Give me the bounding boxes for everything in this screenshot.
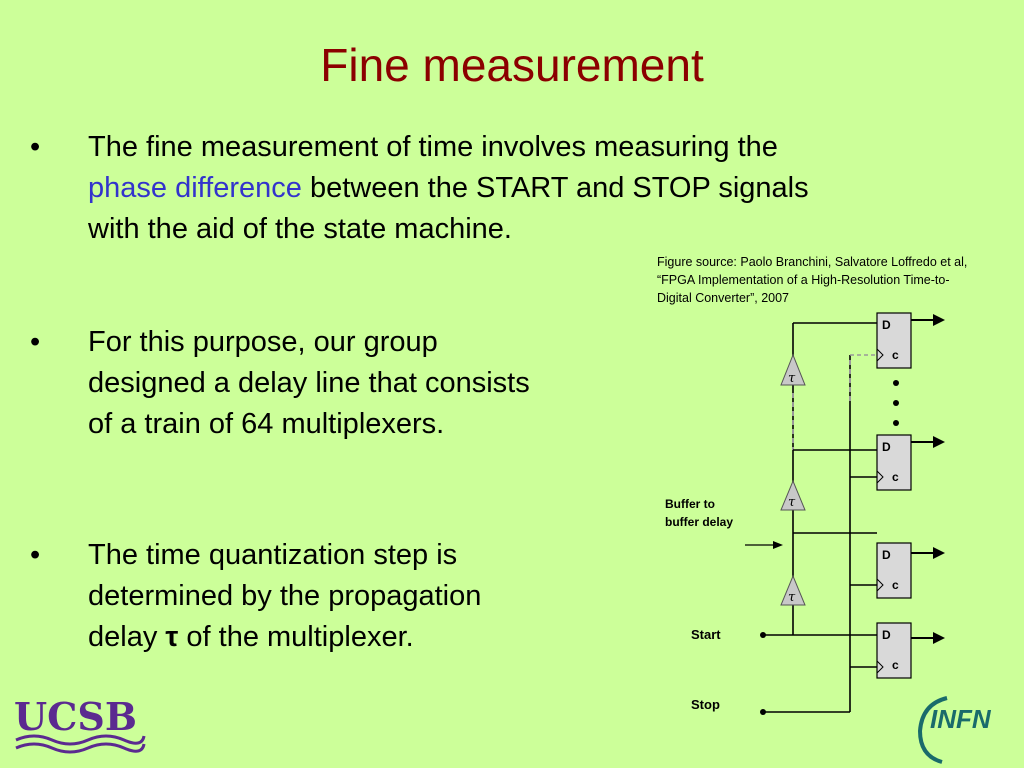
caption-line-3: Digital Converter”, 2007 [657, 291, 790, 305]
flipflop-c-label: c [892, 658, 899, 672]
buffer-2: τ [780, 479, 806, 511]
stop-label: Stop [691, 697, 720, 712]
figure-caption: Figure source: Paolo Branchini, Salvator… [657, 253, 1012, 307]
buffer-tau-label: τ [788, 371, 796, 386]
flipflop-4: D c [876, 622, 912, 679]
bullet-2-text: For this purpose, our group designed a d… [88, 322, 530, 445]
caption-line-2: “FPGA Implementation of a High-Resolutio… [657, 273, 950, 287]
flipflop-2: D c [876, 434, 912, 491]
buffer-tau-label: τ [788, 495, 796, 510]
flipflop-c-label: c [892, 348, 899, 362]
bullet-3-line-3-suffix: of the multiplexer. [178, 621, 414, 653]
bullet-3-text: The time quantization step is determined… [88, 535, 481, 658]
slide-title: Fine measurement [320, 39, 704, 91]
tau-symbol: τ [165, 621, 179, 653]
infn-logo: INFN [917, 696, 992, 764]
flipflop-c-label: c [892, 470, 899, 484]
bullet-marker: • [30, 539, 41, 571]
buffer-tau-label: τ [788, 590, 796, 605]
bullet-marker: • [30, 131, 41, 163]
phase-difference-highlight: phase difference [88, 172, 302, 204]
flipflop-3: D c [876, 542, 912, 599]
caption-line-1: Figure source: Paolo Branchini, Salvator… [657, 255, 968, 269]
flipflop-1: D c [876, 312, 912, 369]
bullet-1-line-2-rest: between the START and STOP signals [301, 172, 809, 204]
delay-line-circuit-diagram: D c D c D c D c τ [665, 312, 945, 715]
bullet-3-line-3-prefix: delay [88, 621, 166, 653]
bullet-2-line-1: For this purpose, our group [88, 326, 438, 358]
bullet-1-text: The fine measurement of time involves me… [88, 127, 809, 250]
start-label: Start [691, 627, 721, 642]
infn-logo-text: INFN [930, 704, 992, 734]
bullet-2-line-2: designed a delay line that consists [88, 367, 530, 399]
continuation-dots [893, 380, 899, 426]
bullet-marker: • [30, 326, 41, 358]
bullet-1-line-1: The fine measurement of time involves me… [88, 131, 778, 163]
bullet-1-line-3: with the aid of the state machine. [88, 213, 512, 245]
bullet-3-line-3: delay τ of the multiplexer. [88, 617, 481, 658]
buffer-delay-label-2: buffer delay [665, 515, 733, 529]
bullet-3-line-2: determined by the propagation [88, 580, 482, 612]
output-arrows [911, 314, 945, 644]
bullet-1-line-2: phase difference between the START and S… [88, 168, 809, 209]
flipflop-c-label: c [892, 578, 899, 592]
ucsb-logo: UCSB [14, 696, 146, 754]
buffer-delay-label-1: Buffer to [665, 497, 715, 511]
buffer-3: τ [780, 574, 806, 606]
flipflop-d-label: D [882, 440, 891, 454]
ucsb-logo-text: UCSB [14, 696, 137, 739]
bullet-2-line-3: of a train of 64 multiplexers. [88, 408, 445, 440]
buffer-1: τ [780, 353, 806, 386]
flipflop-d-label: D [882, 628, 891, 642]
flipflop-d-label: D [882, 318, 891, 332]
flipflop-d-label: D [882, 548, 891, 562]
bullet-3-line-1: The time quantization step is [88, 539, 458, 571]
